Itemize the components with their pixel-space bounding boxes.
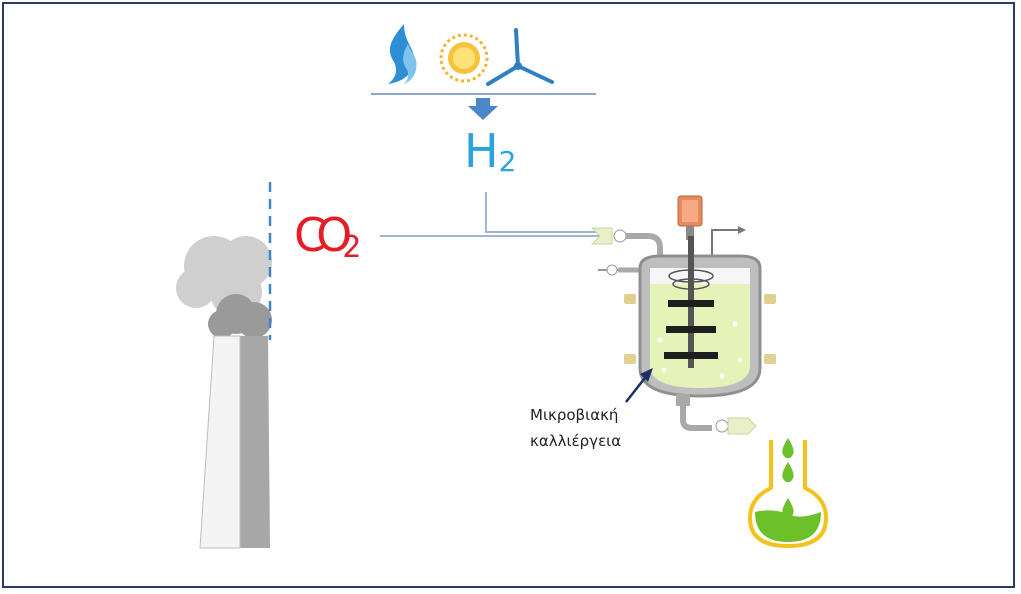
culture-label-line2: καλλιέργεια [530,432,622,450]
hydrogen-label: H2 [464,124,517,178]
culture-label-line1: Μικροβιακή [530,406,619,424]
product-flask-icon [747,438,829,549]
sun-icon [439,33,489,83]
wind-turbine-icon [486,28,554,86]
co2-label: CO2 [294,208,362,265]
arrow-down-icon [468,98,498,120]
smokestack-icon [176,236,272,549]
hydrogen-pipe [485,192,600,233]
diagram-frame [2,2,1015,588]
culture-pointer-arrow [625,373,649,403]
flame-icon [388,24,417,84]
bioreactor-icon [590,195,776,435]
microbial-culture-label: Μικροβιακή καλλιέργεια [530,402,650,454]
culture-pointer-arrowhead [640,368,653,382]
